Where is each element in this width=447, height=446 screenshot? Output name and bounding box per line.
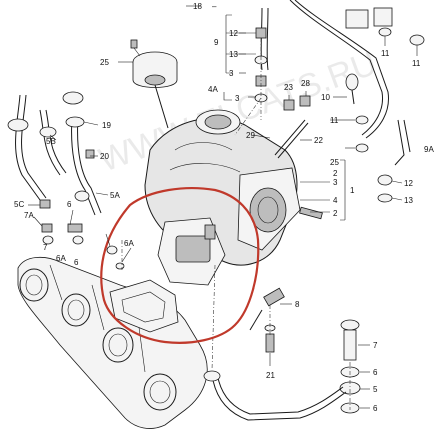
label-25-left: 25 <box>100 58 109 67</box>
label-5c: 5C <box>14 200 24 209</box>
label-9a: 9A <box>424 145 434 154</box>
label-2-a: 2 <box>333 169 338 178</box>
label-8: 8 <box>295 300 300 309</box>
label-12-top: 12 <box>229 29 238 38</box>
label-22: 22 <box>314 136 323 145</box>
label-11-mid: 11 <box>330 116 339 125</box>
label-dashes <box>239 32 340 121</box>
oil-feed-pipe <box>260 0 425 203</box>
label-5a: 5A <box>110 191 120 200</box>
label-9: 9 <box>214 38 219 47</box>
label-6-low: 6 <box>74 258 79 267</box>
label-13-top: 13 <box>229 50 238 59</box>
highlight-outline <box>100 187 260 344</box>
label-11-right: 11 <box>412 59 421 68</box>
label-18-dash: – <box>212 2 217 11</box>
label-21: 21 <box>266 371 275 380</box>
label-5b: 5B <box>46 137 56 146</box>
label-25-right: 25 <box>330 158 339 167</box>
label-20: 20 <box>100 152 109 161</box>
label-19: 19 <box>102 121 111 130</box>
label-18: 18 <box>193 2 202 11</box>
label-1: 1 <box>350 186 355 195</box>
label-4: 4 <box>333 196 338 205</box>
label-7a: 7A <box>24 211 34 220</box>
label-28: 28 <box>301 79 310 88</box>
alignment-lines <box>121 38 351 410</box>
label-23: 23 <box>284 83 293 92</box>
label-7: 7 <box>43 243 48 252</box>
turbocharger-housing <box>144 109 301 286</box>
label-6a-mid: 6A <box>124 239 134 248</box>
label-6-right-1: 6 <box>373 368 378 377</box>
label-11-top: 11 <box>381 49 390 58</box>
label-13-right: 13 <box>404 196 413 205</box>
oil-return-pipe <box>203 287 361 421</box>
leader-lines <box>28 5 418 409</box>
part-labels: 18 – 12 9 13 3 11 11 25 4A 3 23 28 10 19… <box>14 2 434 413</box>
label-6-right-2: 6 <box>373 404 378 413</box>
wastegate-actuator <box>130 39 178 129</box>
label-6a-low: 6A <box>56 254 66 263</box>
label-3-top: 3 <box>229 69 234 78</box>
label-7-right: 7 <box>373 341 378 350</box>
label-29: 29 <box>246 131 255 140</box>
label-5: 5 <box>373 385 378 394</box>
label-10: 10 <box>321 93 330 102</box>
label-12-right: 12 <box>404 179 413 188</box>
fasteners-right <box>254 27 369 220</box>
label-6-left: 6 <box>67 200 72 209</box>
label-2-b: 2 <box>333 209 338 218</box>
label-4a: 4A <box>208 85 218 94</box>
label-3-right: 3 <box>333 178 338 187</box>
label-3-mid: 3 <box>235 94 240 103</box>
